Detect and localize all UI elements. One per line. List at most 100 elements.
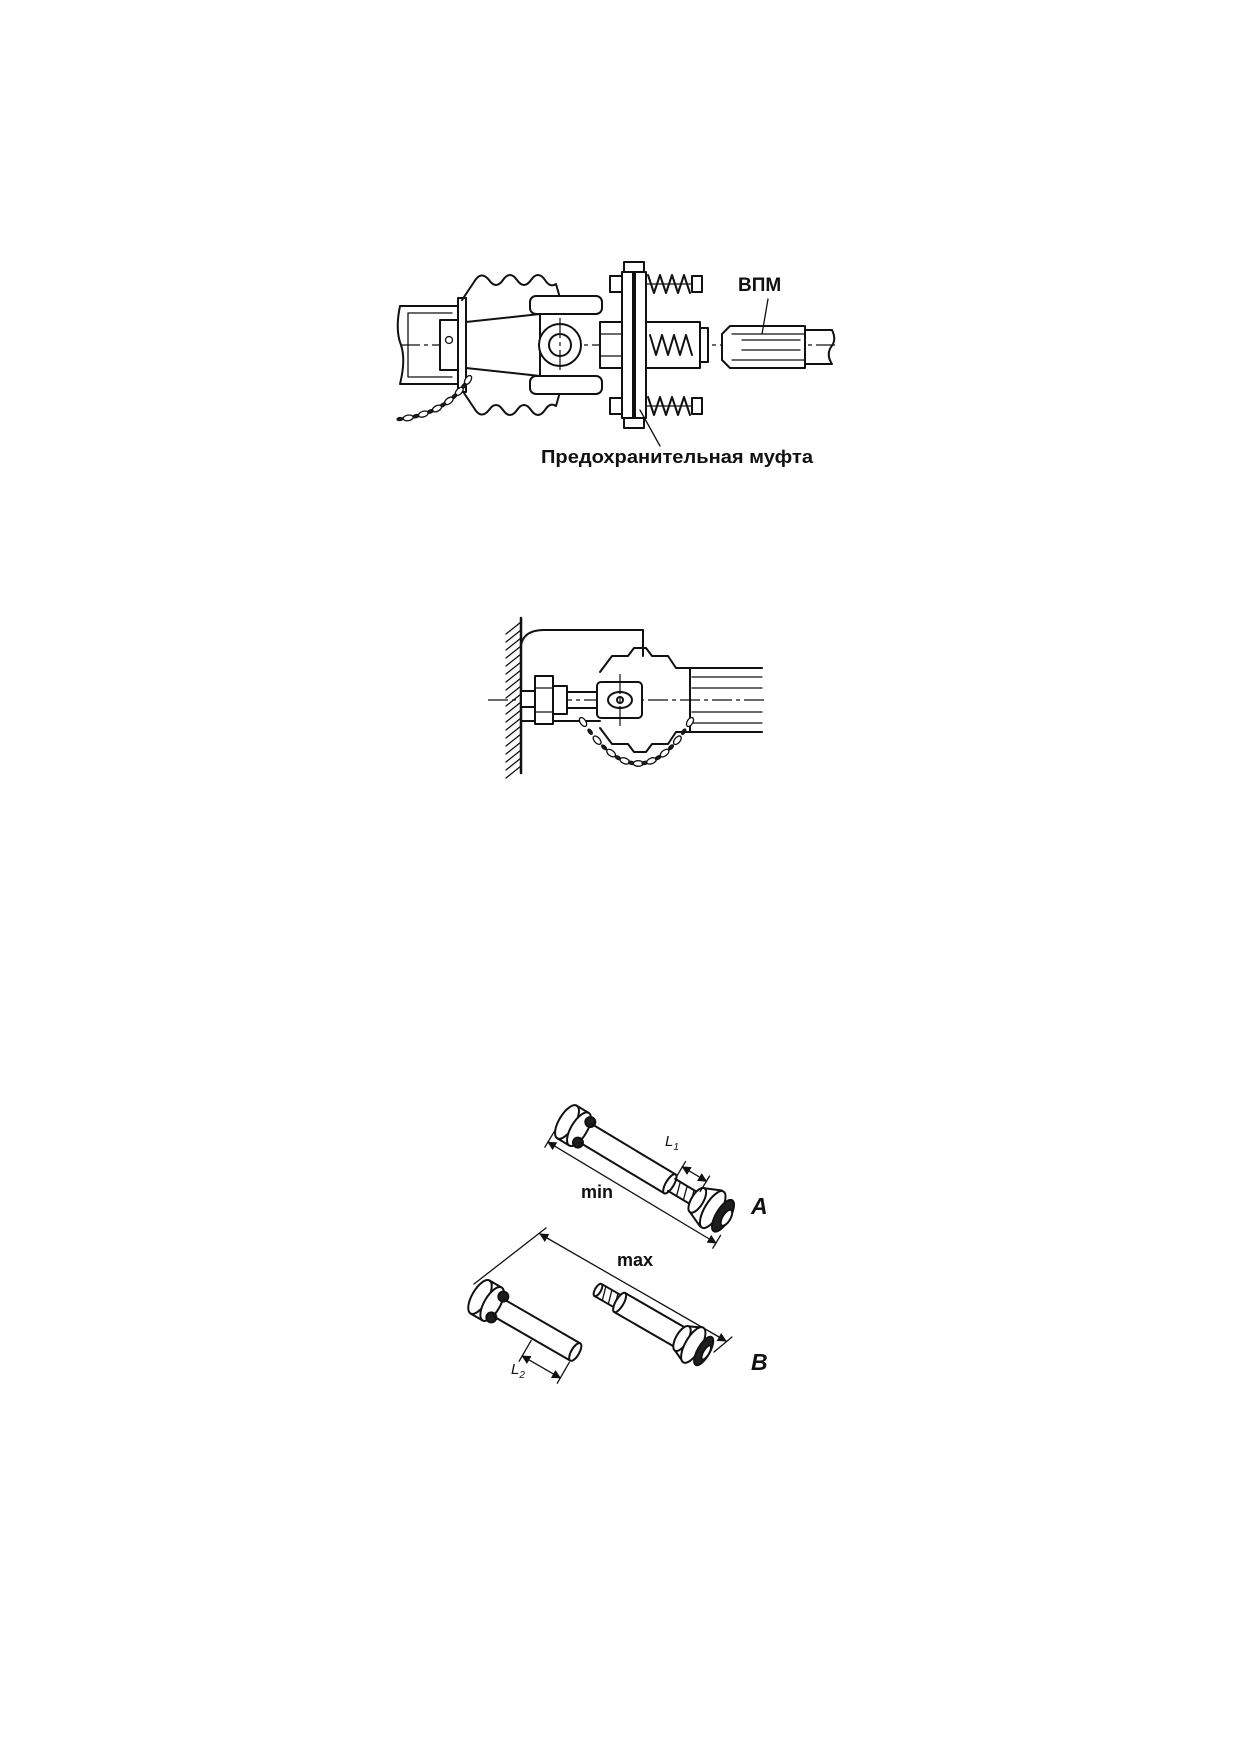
chain-link bbox=[667, 744, 675, 751]
l2-dimension-line bbox=[521, 1355, 562, 1379]
figure-shaft-at-wall bbox=[488, 616, 765, 779]
min-label: min bbox=[581, 1182, 613, 1202]
wall-hatch-line bbox=[505, 749, 522, 763]
spring-nut-top bbox=[691, 275, 703, 293]
driveline-tube bbox=[396, 305, 459, 385]
l2-label: L2 bbox=[511, 1361, 525, 1381]
clutch-hub bbox=[645, 321, 701, 369]
outer-tube bbox=[493, 1298, 582, 1362]
clutch-springs bbox=[645, 274, 709, 416]
wall-hatch-line bbox=[505, 637, 522, 651]
spring-bottom bbox=[647, 396, 691, 416]
fork-arm-bottom bbox=[529, 375, 603, 395]
chain-link bbox=[601, 744, 608, 751]
shaft-collar bbox=[439, 319, 459, 371]
shaft-b-left-half bbox=[467, 1279, 583, 1384]
wall-hatch-line bbox=[505, 733, 522, 747]
outer-tube bbox=[613, 1291, 687, 1349]
wall-hatch-line bbox=[505, 645, 522, 659]
chain-link bbox=[592, 735, 602, 746]
chain-link bbox=[578, 716, 588, 728]
shaft-a bbox=[544, 1104, 736, 1249]
clutch-bolt-head-bottom bbox=[609, 397, 623, 415]
universal-joint bbox=[465, 295, 603, 395]
guard-tube bbox=[396, 305, 459, 385]
l1-label-sub: 1 bbox=[673, 1142, 679, 1153]
universal-joint bbox=[596, 674, 643, 726]
chain-link bbox=[685, 716, 695, 728]
min-dimension-line bbox=[547, 1141, 717, 1244]
max-label: max bbox=[617, 1250, 653, 1270]
wall-hatch-line bbox=[505, 765, 522, 779]
max-dimension-line bbox=[539, 1233, 727, 1342]
clutch-flange-plate-left bbox=[621, 271, 634, 419]
wall-hatch-line bbox=[505, 629, 522, 643]
max-extension-lines bbox=[473, 1227, 733, 1353]
chain-link bbox=[672, 735, 682, 746]
wall-hatch-line bbox=[505, 701, 522, 715]
wall-hatch-line bbox=[505, 685, 522, 699]
shaft-a-label: A bbox=[750, 1193, 768, 1219]
chain-link bbox=[680, 728, 687, 735]
tube-end bbox=[568, 1342, 583, 1362]
chain-link bbox=[659, 748, 670, 758]
wall-hatching bbox=[505, 621, 522, 779]
pto-splined-end bbox=[721, 325, 806, 369]
shaft-b-label: B bbox=[751, 1349, 768, 1375]
locking-pin bbox=[444, 335, 454, 345]
coupling-flange bbox=[534, 675, 554, 725]
pto-splines bbox=[731, 333, 806, 361]
wall-hatch-line bbox=[505, 709, 522, 723]
safety-chain bbox=[578, 716, 695, 767]
l2-label-base: L bbox=[511, 1361, 519, 1378]
wall-hatch-line bbox=[505, 621, 522, 635]
coupling-sleeve bbox=[552, 685, 568, 715]
bellows-bottom bbox=[461, 389, 561, 416]
bellows-top bbox=[599, 647, 691, 673]
shaft-b-right-half bbox=[592, 1282, 715, 1367]
pto-label: ВПМ bbox=[738, 275, 781, 296]
bellows-bottom bbox=[599, 727, 691, 753]
clutch-hub-end bbox=[699, 327, 709, 363]
clutch-bolt-head-top bbox=[609, 275, 623, 293]
l2-extension-lines bbox=[518, 1339, 570, 1384]
clutch-flange-plate-right bbox=[634, 271, 647, 419]
cross-center bbox=[616, 696, 624, 704]
fork-arm-top bbox=[529, 295, 603, 315]
protective-bellows bbox=[599, 647, 691, 753]
figure-safety-clutch: ВПМ Предохранительная муфта bbox=[396, 261, 836, 467]
wall-hatch-line bbox=[505, 741, 522, 755]
wall-hatch-line bbox=[505, 725, 522, 739]
wall-hatch-line bbox=[505, 653, 522, 667]
clutch-label: Предохранительная муфта bbox=[541, 447, 814, 467]
yoke-bore bbox=[700, 1344, 713, 1361]
bellows-top bbox=[461, 274, 561, 301]
stub-shaft bbox=[520, 690, 536, 708]
figure-shaft-length: L1 min A max B L2 bbox=[467, 1104, 768, 1384]
wall-hatch-line bbox=[505, 693, 522, 707]
yoke-bore bbox=[719, 1208, 734, 1227]
safety-chain bbox=[396, 374, 473, 422]
inner-tube bbox=[407, 312, 453, 378]
wall-hatch-line bbox=[505, 757, 522, 771]
pto-shaft bbox=[721, 325, 836, 369]
clutch-sleeve-lines bbox=[599, 333, 625, 357]
pto-leader-line bbox=[761, 298, 769, 335]
yoke-lobe bbox=[497, 1290, 510, 1303]
shaft-coupling bbox=[520, 675, 598, 725]
l1-label-base: L bbox=[665, 1133, 673, 1150]
clutch-bolt-top bbox=[623, 261, 645, 273]
spring-nut-bottom bbox=[691, 397, 703, 415]
yoke-body bbox=[465, 313, 541, 377]
clutch-sleeve bbox=[599, 321, 625, 369]
safety-clutch bbox=[599, 261, 709, 429]
l1-extension-lines bbox=[675, 1161, 711, 1193]
pto-shaft-body bbox=[804, 329, 836, 365]
wall-hatch-line bbox=[505, 669, 522, 683]
spring-middle bbox=[649, 334, 693, 356]
connecting-shaft bbox=[566, 691, 598, 709]
wall-hatch-line bbox=[505, 661, 522, 675]
yoke-lobe bbox=[485, 1311, 498, 1324]
bellows-clamp bbox=[457, 297, 467, 393]
chain-link bbox=[396, 416, 404, 422]
